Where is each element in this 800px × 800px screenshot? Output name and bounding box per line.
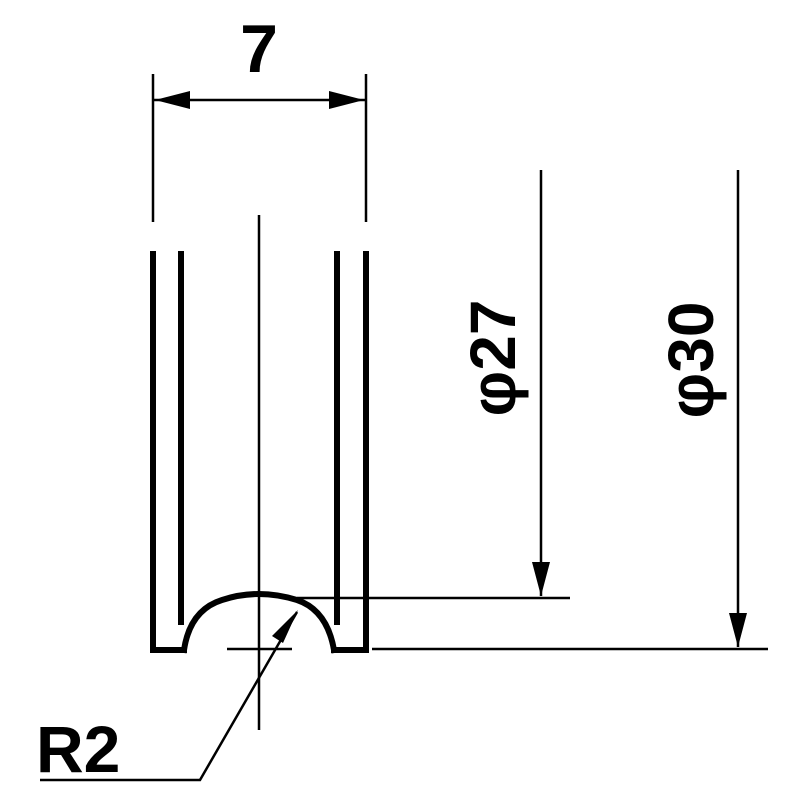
inner-diameter-label: φ27 bbox=[457, 300, 529, 417]
width-arrow-left bbox=[155, 91, 190, 109]
pulley-profile bbox=[150, 251, 369, 654]
radius-arrow bbox=[272, 610, 298, 643]
outer-diameter-label: φ30 bbox=[655, 302, 727, 419]
inner-diameter-dimension: φ27 bbox=[297, 170, 570, 600]
radius-label: R2 bbox=[36, 712, 120, 786]
radius-leader-line bbox=[40, 611, 299, 782]
width-dimension: 7 bbox=[151, 11, 368, 222]
outer-diameter-dimension: φ30 bbox=[227, 170, 768, 651]
inner-diameter-arrow bbox=[532, 562, 550, 596]
width-dimension-label: 7 bbox=[240, 11, 278, 87]
width-arrow-right bbox=[329, 91, 364, 109]
radius-callout: R2 bbox=[36, 610, 299, 786]
outer-diameter-arrow bbox=[729, 613, 747, 647]
